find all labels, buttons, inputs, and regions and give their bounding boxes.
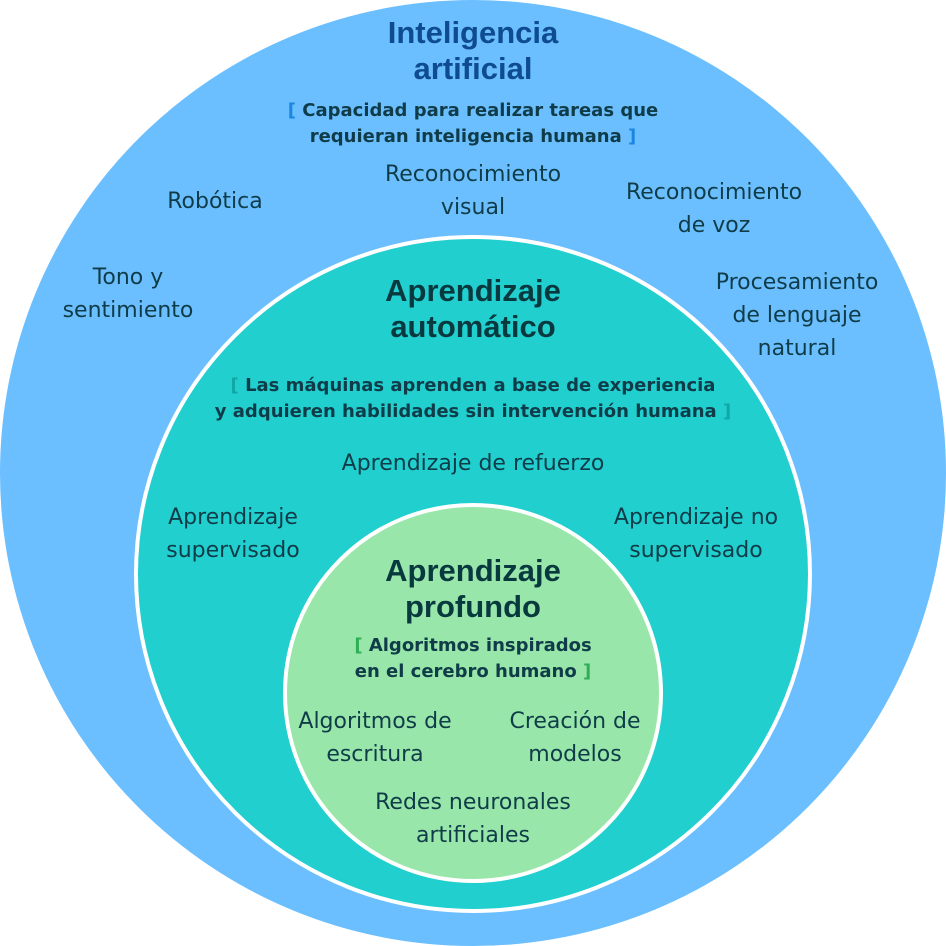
dl-bracket-open: [ <box>354 635 363 656</box>
ai-bracket-close: ] <box>628 126 637 148</box>
ai-item-tono-sentimiento: Tono y sentimiento <box>62 265 194 323</box>
dl-bracket-close: ] <box>583 661 592 683</box>
dl-item-escritura: Algoritmos de escritura <box>298 709 452 767</box>
ai-title: Inteligencia artificial <box>387 15 559 87</box>
dl-circle <box>283 503 663 883</box>
ml-bracket-open: [ <box>230 375 239 396</box>
ml-title: Aprendizaje automático <box>385 273 561 345</box>
dl-item-modelos: Creación de modelos <box>509 709 641 767</box>
ml-item-no-supervisado: Aprendizaje no supervisado <box>613 505 779 563</box>
ai-description-line1: Capacidad para realizar tareas que <box>302 100 659 121</box>
ml-description-line2: y adquieren habilidades sin intervención… <box>214 401 717 423</box>
ai-item-robotica: Robótica <box>167 189 263 214</box>
ml-item-refuerzo: Aprendizaje de refuerzo <box>341 451 605 476</box>
dl-description-line1: Algoritmos inspirados <box>368 635 592 656</box>
dl-item-redes: Redes neuronales artificiales <box>375 790 571 848</box>
ai-item-procesamiento-lenguaje: Procesamiento de lenguaje natural <box>715 270 879 361</box>
dl-description-line2: en el cerebro humano <box>354 661 577 683</box>
ai-bracket-open: [ <box>287 100 296 121</box>
dl-title: Aprendizaje profundo <box>385 553 561 625</box>
ml-description: [ Las máquinas aprenden a base de experi… <box>153 373 793 425</box>
ai-item-reconocimiento-visual: Reconocimiento visual <box>384 162 562 220</box>
ml-description-line1: Las máquinas aprenden a base de experien… <box>245 375 716 396</box>
dl-description: [ Algoritmos inspirados en el cerebro hu… <box>303 633 643 685</box>
ml-item-supervisado: Aprendizaje supervisado <box>166 505 300 563</box>
ai-description-line2: requieran inteligencia humana <box>309 126 622 148</box>
ml-bracket-close: ] <box>722 401 732 423</box>
ai-description: [ Capacidad para realizar tareas que req… <box>223 98 723 150</box>
ai-item-reconocimiento-voz: Reconocimiento de voz <box>625 180 803 238</box>
